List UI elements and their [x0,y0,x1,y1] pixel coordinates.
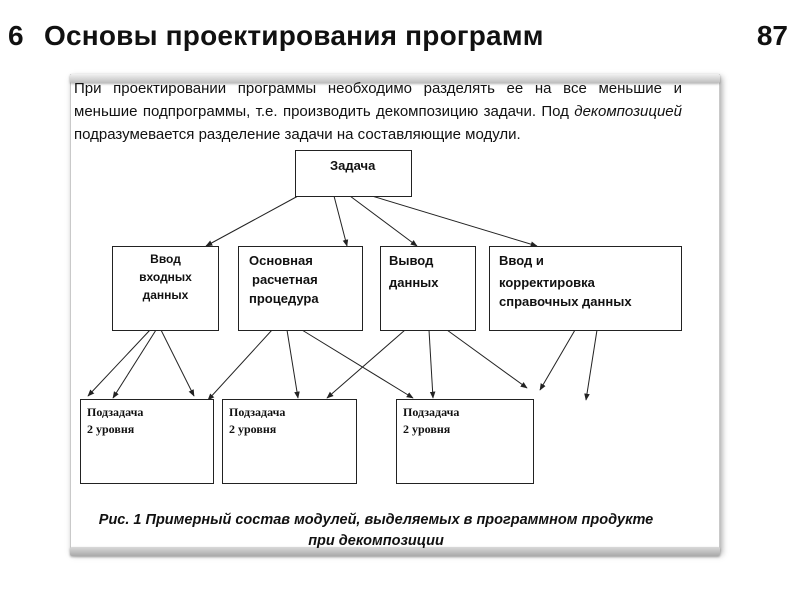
slide-title: Основы проектирования программ [44,20,544,51]
subtask-3-line1: Подзадача [403,405,460,419]
main-procedure-box: Основная расчетная процедура [238,246,363,331]
page-number: 87 [756,20,788,51]
subtask-3-line2: 2 уровня [403,422,451,436]
arrow-root-input [205,195,299,247]
arrow-input-a [87,329,151,397]
frame-top-bar [70,74,720,83]
root-task-label: Задача [330,158,376,173]
subtask-2-line1: Подзадача [229,405,286,419]
subtask-1-line2: 2 уровня [87,422,135,436]
arrow-output-c [446,329,528,389]
arrow-ref-a [539,329,576,391]
subtask-box-3: Подзадача 2 уровня [396,399,534,484]
intro-emphasis: декомпозицией [574,103,682,120]
subtask-2-line2: 2 уровня [229,422,277,436]
input-data-box: Ввод входных данных [112,246,219,331]
intro-text-part1: При проектировании программы необходимо … [74,80,682,120]
subtask-box-2: Подзадача 2 уровня [222,399,357,484]
main-procedure-line3: процедура [249,291,319,306]
arrow-output-a [326,329,406,399]
arrow-main-b [286,329,300,399]
intro-paragraph: При проектировании программы необходимо … [74,77,682,146]
arrow-main-a [207,329,273,401]
figure-caption: Рис. 1 Примерный состав модулей, выделяе… [98,512,654,549]
reference-data-box: Ввод и корректировка справочных данных [489,246,682,331]
output-data-line1: Вывод [389,253,434,268]
arrow-input-c [160,329,195,397]
frame-bottom-bar [70,547,720,556]
reference-data-line3: справочных данных [499,294,632,309]
arrow-main-c [301,329,414,399]
subtask-1-line1: Подзадача [87,405,144,419]
output-data-box: Вывод данных [380,246,476,331]
arrow-ref-b [584,329,598,401]
subtask-box-1: Подзадача 2 уровня [80,399,214,484]
root-task-box: Задача [295,150,412,197]
arrow-output-b [428,329,436,399]
arrow-input-b [112,329,157,399]
output-data-line2: данных [389,275,439,290]
arrow-root-output [349,195,418,247]
main-procedure-line2: расчетная [252,272,318,287]
intro-text-part2: подразумевается разделение задачи на сос… [74,126,521,143]
arrow-root-main [333,195,349,247]
slide-number: 6 [8,20,24,51]
reference-data-line1: Ввод и [499,253,544,268]
main-procedure-line1: Основная [249,253,313,268]
input-data-label: Ввод входных данных [139,252,192,302]
arrow-root-ref [371,195,538,247]
reference-data-line2: корректировка [499,275,595,290]
